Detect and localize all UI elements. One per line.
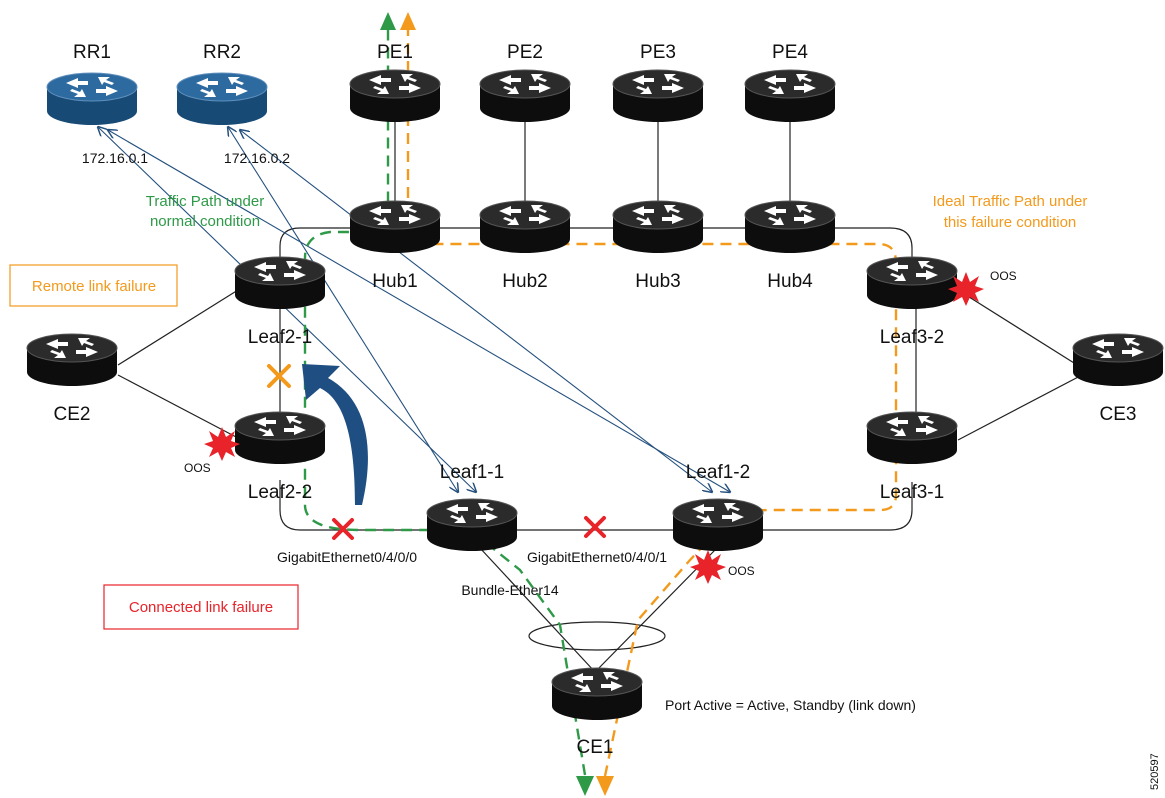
pe1-label: PE1	[377, 42, 413, 63]
leaf1-1-label: Leaf1-1	[440, 462, 504, 483]
hub4-label: Hub4	[767, 271, 813, 292]
leaf3-1-router-icon	[866, 411, 958, 465]
pe3-label: PE3	[640, 42, 676, 63]
normal-path-label-1: Traffic Path under	[146, 193, 264, 210]
hub1-router-icon	[349, 200, 441, 254]
orange-arrow-bottom	[596, 776, 614, 796]
hub3-label: Hub3	[635, 271, 680, 292]
leaf3-1-label: Leaf3-1	[880, 482, 944, 503]
pe2-router-icon	[479, 69, 571, 123]
ce2-label: CE2	[54, 404, 91, 425]
connected-failure-box	[103, 584, 299, 630]
ideal-traffic-path	[406, 25, 898, 777]
bundle-label: Bundle-Ether14	[461, 582, 559, 598]
rr1-icon	[46, 72, 138, 126]
hub4-router-icon	[744, 200, 836, 254]
leaf2-2-label: Leaf2-2	[248, 482, 312, 503]
leaf3-2-label: Leaf3-2	[880, 327, 944, 348]
leaf1-2-label: Leaf1-2	[686, 462, 750, 483]
normal-path-label-2: normal condition	[150, 213, 260, 230]
leaf1-2-router-icon	[672, 498, 764, 552]
remote-failure-label: Remote link failure	[32, 278, 156, 295]
pe4-router-icon	[744, 69, 836, 123]
oos-label-leaf1-2: OOS	[728, 564, 755, 578]
oos-label-leaf2-2: OOS	[184, 461, 211, 475]
oos-burst-icon-leaf2-2	[204, 427, 240, 461]
ce1-label: CE1	[577, 737, 614, 758]
oos-label-leaf3-2: OOS	[990, 269, 1017, 283]
rr2-icon	[176, 72, 268, 126]
leaf3-2-router-icon	[866, 256, 958, 310]
ce1-router-icon	[551, 667, 643, 721]
ce3-router-icon	[1072, 333, 1164, 387]
physical-links	[117, 112, 1083, 673]
hub1-label: Hub1	[372, 271, 417, 292]
ce2-router-icon	[26, 333, 118, 387]
port-active-label: Port Active = Active, Standby (link down…	[665, 697, 916, 713]
rr2-label: RR2	[203, 42, 241, 63]
bgp-sessions	[98, 127, 730, 492]
green-arrow-top	[380, 12, 396, 30]
oos-burst-icon-leaf1-2	[690, 550, 726, 584]
rr1-label: RR1	[73, 42, 111, 63]
leaf2-1-label: Leaf2-1	[248, 327, 312, 348]
leaf1-1-router-icon	[426, 498, 518, 552]
leaf2-1-router-icon	[234, 256, 326, 310]
hub2-router-icon	[479, 200, 571, 254]
figure-id-label: 520597	[1149, 753, 1161, 790]
remote-failure-box	[9, 264, 178, 307]
hub2-label: Hub2	[502, 271, 547, 292]
pe4-label: PE4	[772, 42, 808, 63]
interface-left-label: GigabitEthernet0/4/0/0	[277, 549, 417, 565]
pe2-label: PE2	[507, 42, 543, 63]
interface-right-label: GigabitEthernet0/4/0/1	[527, 549, 667, 565]
connected-failure-x-icon-left	[332, 518, 354, 540]
leaf2-2-router-icon	[234, 411, 326, 465]
green-arrow-bottom	[576, 776, 594, 796]
orange-arrow-top	[400, 12, 416, 30]
rr1-ip-label: 172.16.0.1	[82, 150, 148, 166]
pe3-router-icon	[612, 69, 704, 123]
pe1-router-icon	[349, 69, 441, 123]
ideal-path-label-1: Ideal Traffic Path under	[933, 193, 1088, 210]
hub3-router-icon	[612, 200, 704, 254]
connected-failure-x-icon-right	[584, 516, 606, 538]
ce3-label: CE3	[1100, 404, 1137, 425]
reroute-arrow	[302, 364, 368, 505]
rr2-ip-label: 172.16.0.2	[224, 150, 290, 166]
ideal-path-label-2: this failure condition	[944, 214, 1077, 231]
connected-failure-label: Connected link failure	[129, 599, 273, 616]
remote-failure-x-icon	[267, 364, 291, 388]
